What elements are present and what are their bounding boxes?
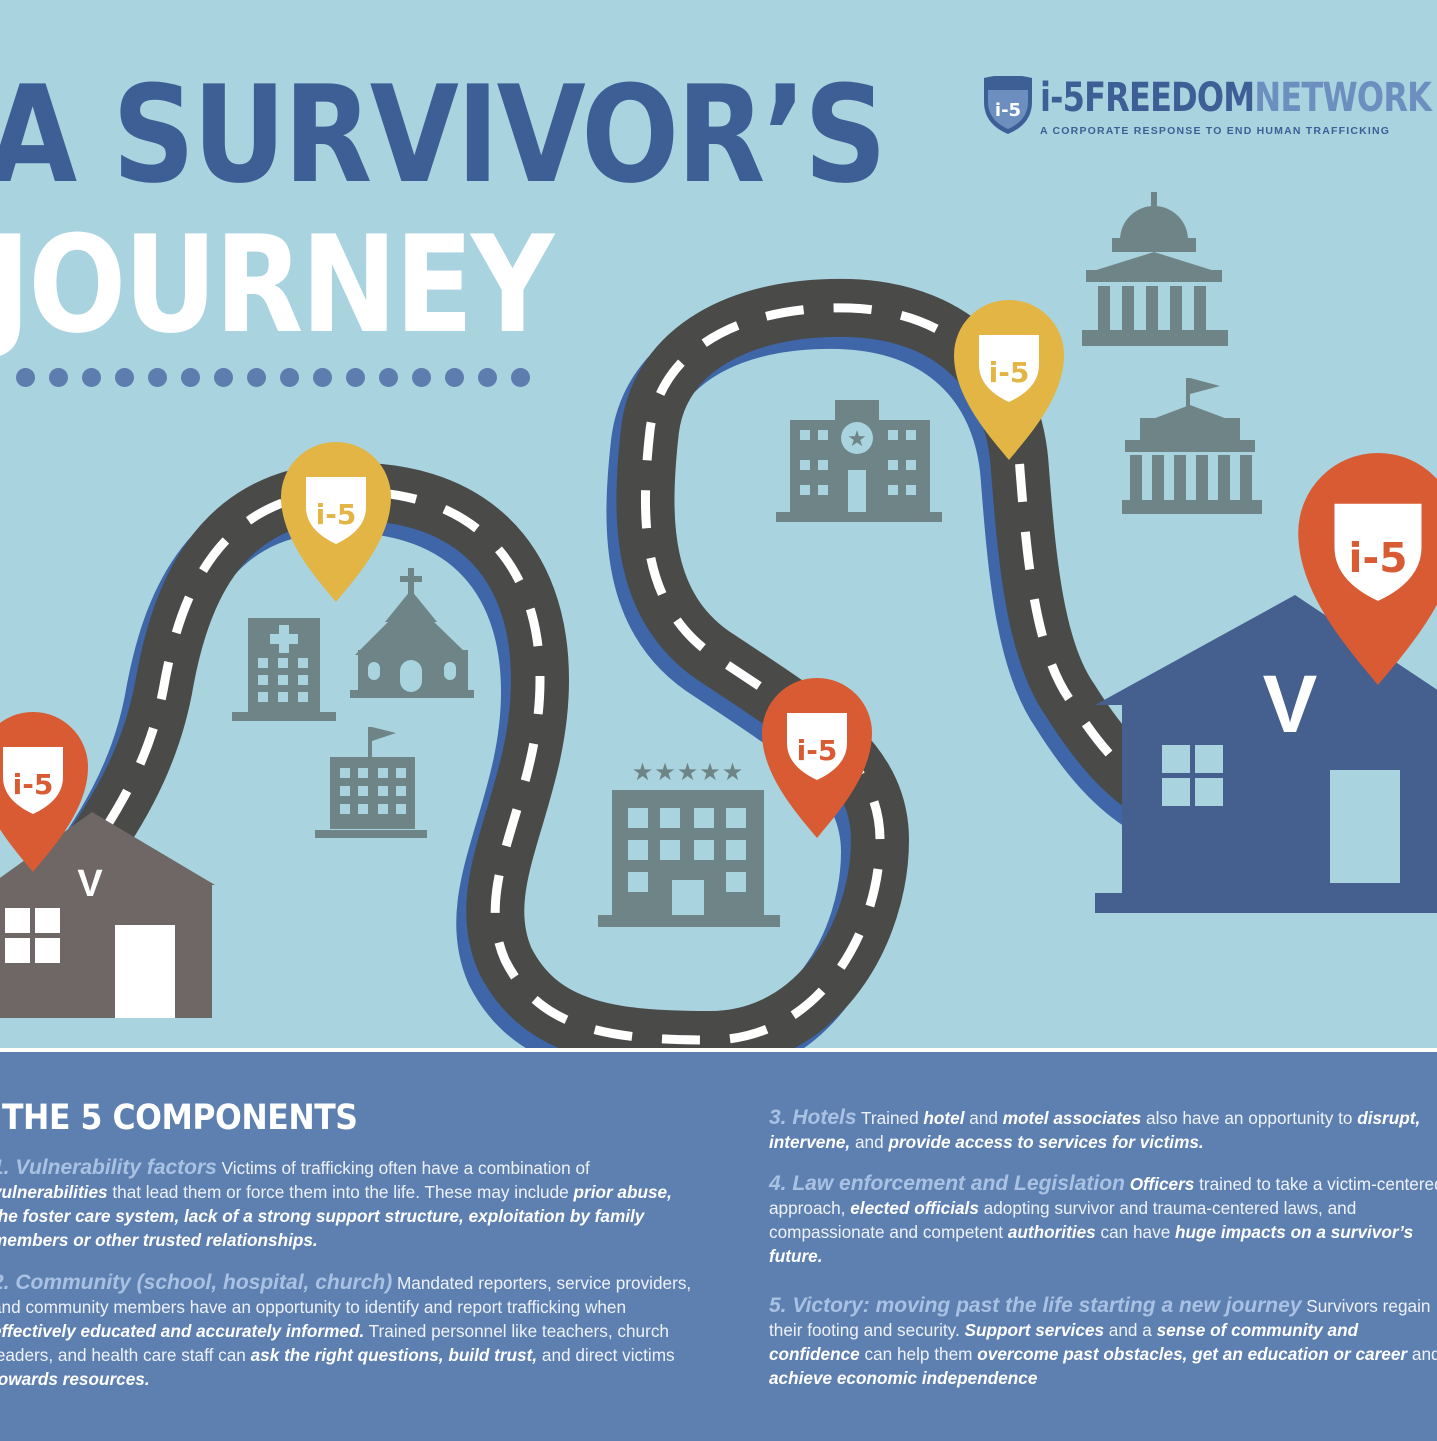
component-title: 3. Hotels <box>769 1106 857 1129</box>
component-text: that lead them or force them into the li… <box>107 1182 574 1202</box>
component-text: also have an opportunity to <box>1141 1108 1358 1128</box>
svg-text:★: ★ <box>847 427 867 452</box>
component-title: 5. Victory: moving past the life startin… <box>769 1294 1302 1317</box>
component-emphasis: motel associates <box>1002 1108 1142 1128</box>
component-vulnerability: 1. Vulnerability factors Victims of traf… <box>0 1156 692 1252</box>
component-community: 2. Community (school, hospital, church) … <box>0 1271 692 1391</box>
hotel-building: ★★★★★ <box>598 758 780 927</box>
i5-freedom-network-logo: i-5 i-5FREEDOMNETWORK A CORPORATE RESPON… <box>982 75 1432 141</box>
dotted-divider <box>16 368 530 387</box>
component-text: and <box>964 1108 1003 1128</box>
logo-wordmark: i-5FREEDOMNETWORK <box>1040 75 1432 121</box>
component-text: can help them <box>859 1344 978 1364</box>
components-heading: THE 5 COMPONENTS <box>2 1098 358 1138</box>
component-emphasis: provide access to services for victims. <box>888 1132 1204 1152</box>
title-line-1: A SURVIVOR’S <box>0 57 887 213</box>
title-line-2: JOURNEY <box>0 207 554 363</box>
logo-tagline: A CORPORATE RESPONSE TO END HUMAN TRAFFI… <box>1040 125 1391 137</box>
marker-pin-3: i-5 <box>762 677 872 838</box>
component-emphasis: hotel <box>923 1108 965 1128</box>
component-hotels: 3. Hotels Trained hotel and motel associ… <box>769 1106 1437 1154</box>
start-house: V <box>0 812 215 1018</box>
marker-pin-2: i-5 <box>281 441 391 602</box>
interstate-shield-icon: i-5 <box>984 75 1032 134</box>
component-emphasis: elected officials <box>850 1198 979 1218</box>
component-text: adopting survivor and trauma-centered la… <box>769 1198 1357 1242</box>
component-emphasis: authorities <box>1007 1222 1096 1242</box>
marker-pin-5: i-5 <box>1298 452 1437 685</box>
component-text: and a <box>1104 1320 1157 1340</box>
component-text: and <box>850 1132 889 1152</box>
logo-wordmark-part2: NETWORK <box>1254 75 1432 121</box>
component-text: trained to take a victim-centered approa… <box>769 1174 1437 1218</box>
svg-text:i-5: i-5 <box>797 734 838 767</box>
components-panel: THE 5 COMPONENTS 1. Vulnerability factor… <box>0 1048 1437 1441</box>
svg-text:i-5: i-5 <box>13 768 54 801</box>
component-emphasis: sense of community and confidence <box>769 1320 1359 1364</box>
component-victory: 5. Victory: moving past the life startin… <box>769 1294 1437 1390</box>
component-text: and <box>1411 1344 1437 1364</box>
component-emphasis: achieve economic independence <box>769 1368 1038 1388</box>
component-emphasis: vulnerabilities <box>0 1182 108 1202</box>
component-text: Survivors regain their footing and secur… <box>769 1296 1431 1340</box>
component-emphasis: disrupt, intervene, <box>769 1108 1421 1152</box>
hospital-building <box>232 618 336 721</box>
component-title: 2. Community (school, hospital, church) <box>0 1271 393 1294</box>
component-law-enforcement: 4. Law enforcement and Legislation Offic… <box>769 1172 1437 1268</box>
component-emphasis: Support services <box>964 1320 1105 1340</box>
component-text: can have <box>1095 1222 1176 1242</box>
component-emphasis: overcome past obstacles, get an educatio… <box>977 1344 1408 1364</box>
end-house-label: V <box>1263 659 1318 750</box>
marker-pin-1: i-5 <box>0 711 88 872</box>
component-emphasis: ask the right questions, build trust, <box>250 1345 538 1365</box>
component-emphasis: towards resources. <box>0 1369 150 1389</box>
road-shadow <box>60 320 1140 1052</box>
component-emphasis: prior abuse, the foster care system, lac… <box>0 1182 672 1250</box>
logo-wordmark-part1: i-5FREEDOM <box>1040 75 1255 121</box>
component-text: Trained <box>856 1108 924 1128</box>
end-house: V <box>1095 595 1437 913</box>
svg-text:i-5: i-5 <box>316 498 357 531</box>
hotel-stars: ★★★★★ <box>632 758 745 786</box>
police-station: ★ <box>776 400 942 522</box>
start-house-label: V <box>77 863 103 905</box>
svg-text:i-5: i-5 <box>995 100 1021 121</box>
component-emphasis: effectively educated and accurately info… <box>0 1321 365 1341</box>
component-title: 4. Law enforcement and Legislation <box>769 1172 1125 1195</box>
component-text: and direct victims <box>537 1345 675 1365</box>
component-emphasis: huge impacts on a survivor’s future. <box>769 1222 1414 1266</box>
marker-pin-4: i-5 <box>954 299 1064 460</box>
component-text: Victims of trafficking often have a comb… <box>216 1158 590 1178</box>
component-emphasis: Officers <box>1129 1174 1195 1194</box>
svg-text:i-5: i-5 <box>989 356 1030 389</box>
svg-text:i-5: i-5 <box>1348 534 1407 582</box>
courthouse-building <box>1122 378 1262 514</box>
church-building <box>350 568 474 698</box>
school-building <box>315 727 427 838</box>
component-title: 1. Vulnerability factors <box>0 1156 217 1179</box>
capitol-building <box>1082 192 1228 346</box>
component-text: Mandated reporters, service providers, a… <box>0 1273 692 1317</box>
component-text: Trained personnel like teachers, church … <box>0 1321 669 1365</box>
